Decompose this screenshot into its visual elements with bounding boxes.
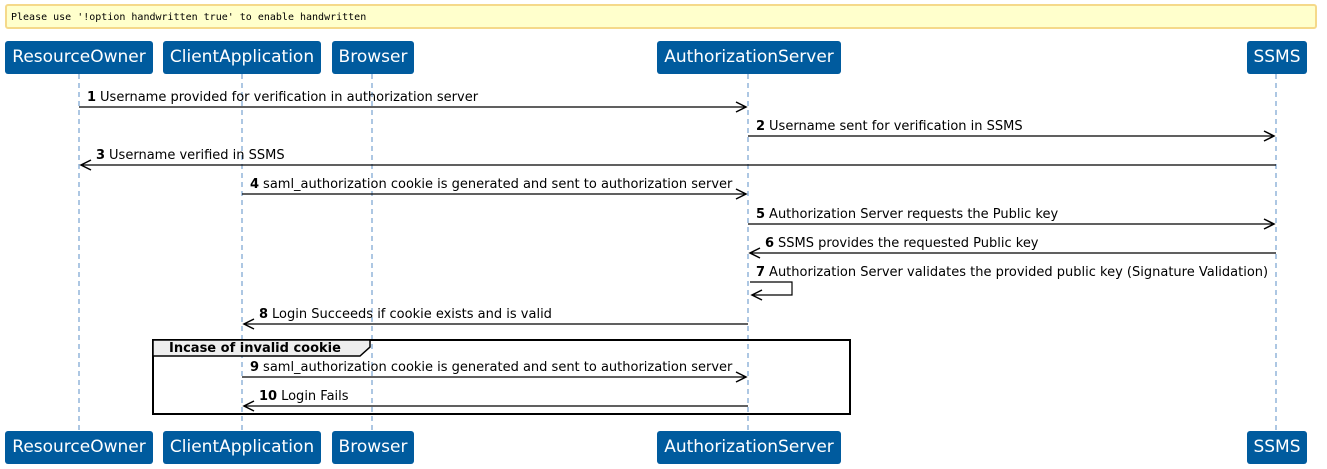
message-text: Login Succeeds if cookie exists and is v… [272,307,552,322]
message-text: Username provided for verification in au… [100,90,479,105]
message-arrow-7 [750,281,793,296]
message-arrowhead-8 [242,318,255,330]
participant-ssms-top: SSMS [1247,41,1307,74]
message-number: 9 [250,360,260,375]
message-arrowhead-3 [79,159,92,171]
message-arrowhead-7 [750,289,763,301]
message-text: Login Fails [281,389,349,404]
message-number: 3 [96,148,106,163]
message-number: 6 [765,236,775,251]
warning-text: Please use '!option handwritten true' to… [11,12,367,23]
message-number: 4 [250,177,260,192]
message-text: Username verified in SSMS [109,148,285,163]
message-text: Authorization Server validates the provi… [769,265,1269,280]
message-arrowhead-10 [242,400,255,412]
participant-authorizationserver-top: AuthorizationServer [657,41,841,74]
message-text: saml_authorization cookie is generated a… [263,360,733,375]
group-frame [152,339,851,415]
message-arrowhead-1 [735,101,748,113]
participant-authorizationserver-bottom: AuthorizationServer [657,431,841,464]
message-arrowhead-6 [748,247,761,259]
participant-resourceowner-top: ResourceOwner [5,41,153,74]
warning-banner: Please use '!option handwritten true' to… [5,4,1317,29]
message-number: 5 [756,207,766,222]
message-text: Authorization Server requests the Public… [769,207,1059,222]
participant-ssms-bottom: SSMS [1247,431,1307,464]
message-number: 10 [259,389,278,404]
group-tab [152,339,371,357]
message-number: 1 [87,90,97,105]
message-number: 2 [756,119,766,134]
participant-resourceowner-bottom: ResourceOwner [5,431,153,464]
message-arrowhead-4 [735,188,748,200]
message-text: SSMS provides the requested Public key [778,236,1039,251]
message-arrowhead-9 [735,371,748,383]
participant-clientapplication-bottom: ClientApplication [163,431,321,464]
message-arrowhead-5 [1263,218,1276,230]
message-arrowhead-2 [1263,130,1276,142]
participant-browser-bottom: Browser [332,431,414,464]
group-label: Incase of invalid cookie [169,341,341,356]
message-number: 8 [259,307,269,322]
participant-browser-top: Browser [332,41,414,74]
participant-clientapplication-top: ClientApplication [163,41,321,74]
message-number: 7 [756,265,766,280]
message-text: Username sent for verification in SSMS [769,119,1023,134]
message-text: saml_authorization cookie is generated a… [263,177,733,192]
